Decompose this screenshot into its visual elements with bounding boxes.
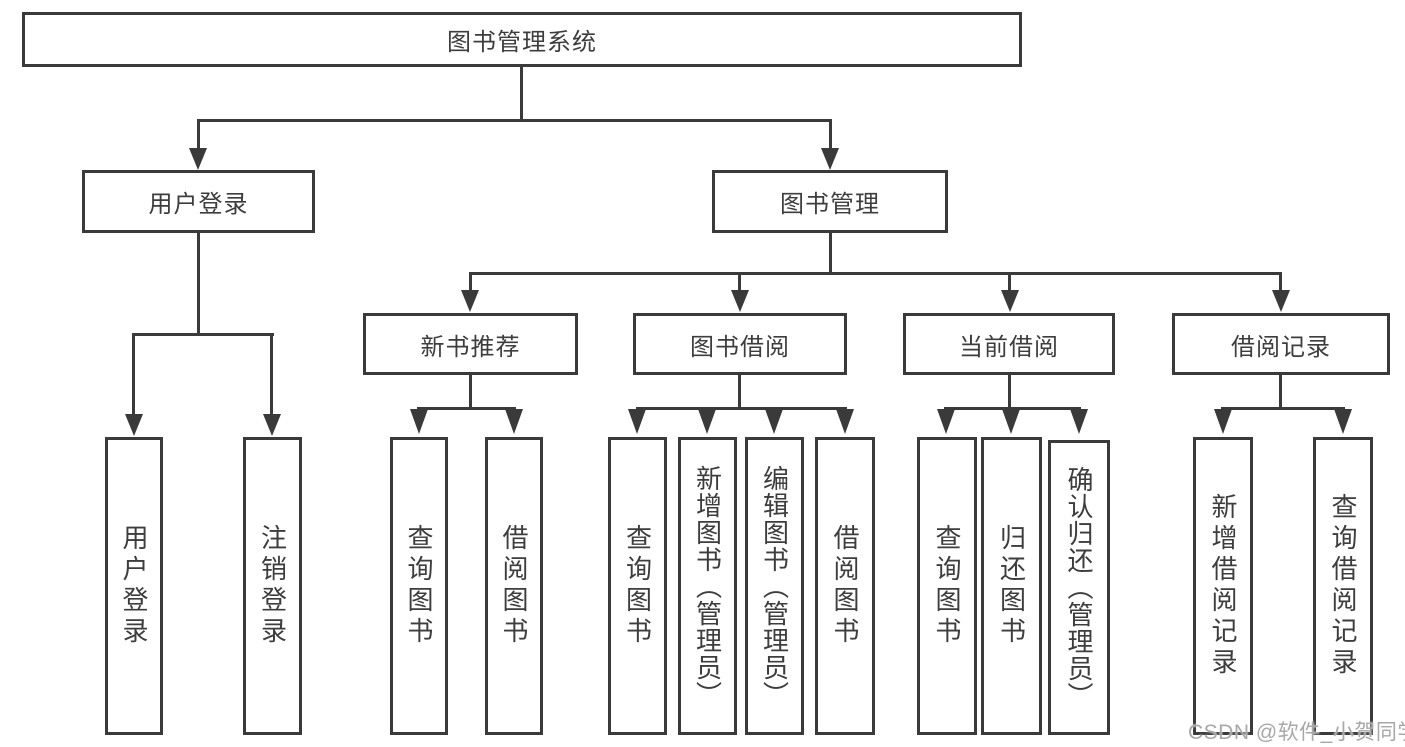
- leaf-add-borrow-record-label: 新增借阅记录: [1208, 493, 1238, 679]
- arrowhead-icon: [461, 290, 479, 312]
- leaf-query-borrow-record-label: 查询借阅记录: [1328, 493, 1358, 679]
- watermark: CSDN @软件_小贺同学: [1188, 721, 1405, 744]
- node-book-borrowing-label: 图书借阅: [690, 333, 790, 361]
- connector-line: [944, 407, 1081, 410]
- arrowhead-icon: [1272, 290, 1290, 312]
- leaf-logout: 注销登录: [243, 437, 302, 735]
- leaf-return-book-label: 归还图书: [996, 524, 1027, 648]
- connector-line: [1279, 375, 1282, 409]
- node-user-login: 用户登录: [82, 170, 315, 233]
- leaf-edit-book-admin-label: 编辑图书（管理员）: [759, 464, 790, 708]
- node-book-borrowing: 图书借阅: [633, 313, 847, 375]
- arrowhead-icon: [125, 414, 143, 436]
- arrowhead-icon: [1334, 409, 1352, 434]
- connector-line: [829, 233, 832, 274]
- connector-line: [1221, 407, 1345, 410]
- node-current-borrowing-label: 当前借阅: [959, 333, 1059, 361]
- leaf-query-borrow-record: 查询借阅记录: [1313, 437, 1373, 735]
- leaf-user-login-label: 用户登录: [119, 524, 149, 648]
- arrowhead-icon: [765, 409, 783, 434]
- arrowhead-icon: [731, 290, 749, 312]
- leaf-add-book-admin: 新增图书（管理员）: [678, 437, 737, 735]
- connector-line: [270, 333, 273, 414]
- leaf-query-books-current-label: 查询图书: [932, 524, 962, 648]
- leaf-query-books-recommend: 查询图书: [390, 437, 448, 735]
- arrowhead-icon: [263, 414, 281, 436]
- connector-line: [197, 119, 832, 122]
- leaf-query-books-borrowing-label: 查询图书: [622, 524, 653, 648]
- leaf-return-book: 归还图书: [981, 437, 1042, 735]
- leaf-query-books-borrowing: 查询图书: [608, 437, 667, 735]
- arrowhead-icon: [189, 148, 207, 170]
- leaf-borrow-books-label: 借阅图书: [830, 524, 860, 648]
- node-book-management: 图书管理: [712, 170, 948, 233]
- node-current-borrowing: 当前借阅: [903, 313, 1115, 375]
- connector-line: [197, 119, 200, 152]
- leaf-add-borrow-record: 新增借阅记录: [1193, 437, 1253, 735]
- connector-line: [132, 333, 135, 414]
- leaf-edit-book-admin: 编辑图书（管理员）: [745, 437, 804, 735]
- leaf-query-books-recommend-label: 查询图书: [404, 524, 434, 648]
- node-borrowing-records: 借阅记录: [1172, 313, 1390, 375]
- connector-line: [197, 233, 200, 334]
- arrowhead-icon: [410, 409, 428, 434]
- connector-line: [520, 67, 523, 120]
- connector-line: [738, 375, 741, 409]
- leaf-add-book-admin-label: 新增图书（管理员）: [692, 464, 723, 708]
- connector-line: [469, 272, 472, 292]
- leaf-confirm-return-admin-label: 确认归还（管理员）: [1064, 466, 1094, 709]
- node-new-book-recommend-label: 新书推荐: [420, 333, 521, 361]
- connector-line: [829, 119, 832, 152]
- arrowhead-icon: [1001, 290, 1019, 312]
- node-library-system-label: 图书管理系统: [447, 29, 597, 56]
- arrowhead-icon: [628, 409, 646, 434]
- connector-line: [417, 407, 516, 410]
- connector-line: [738, 272, 741, 292]
- leaf-confirm-return-admin: 确认归还（管理员）: [1048, 440, 1110, 735]
- arrowhead-icon: [1214, 409, 1232, 434]
- arrowhead-icon: [505, 409, 523, 434]
- node-new-book-recommend: 新书推荐: [363, 313, 578, 375]
- leaf-borrow-books-recommend: 借阅图书: [485, 437, 543, 735]
- arrowhead-icon: [836, 409, 854, 434]
- leaf-borrow-books: 借阅图书: [815, 437, 875, 735]
- connector-line: [469, 375, 472, 409]
- connector-line: [1279, 272, 1282, 292]
- arrowhead-icon: [937, 409, 955, 434]
- connector-line: [1008, 272, 1011, 292]
- arrowhead-icon: [1002, 409, 1020, 434]
- arrowhead-icon: [821, 148, 839, 170]
- connector-line: [132, 333, 274, 336]
- leaf-borrow-books-recommend-label: 借阅图书: [499, 524, 529, 648]
- arrowhead-icon: [698, 409, 716, 434]
- arrowhead-icon: [1070, 409, 1088, 434]
- connector-line: [469, 272, 1282, 275]
- connector-line: [636, 407, 847, 410]
- node-library-system: 图书管理系统: [22, 12, 1022, 67]
- leaf-user-login: 用户登录: [105, 437, 163, 735]
- connector-line: [1008, 375, 1011, 409]
- leaf-query-books-current: 查询图书: [917, 437, 977, 735]
- node-user-login-label: 用户登录: [148, 191, 249, 218]
- node-borrowing-records-label: 借阅记录: [1231, 333, 1331, 361]
- node-book-management-label: 图书管理: [780, 191, 880, 218]
- leaf-logout-label: 注销登录: [257, 524, 288, 648]
